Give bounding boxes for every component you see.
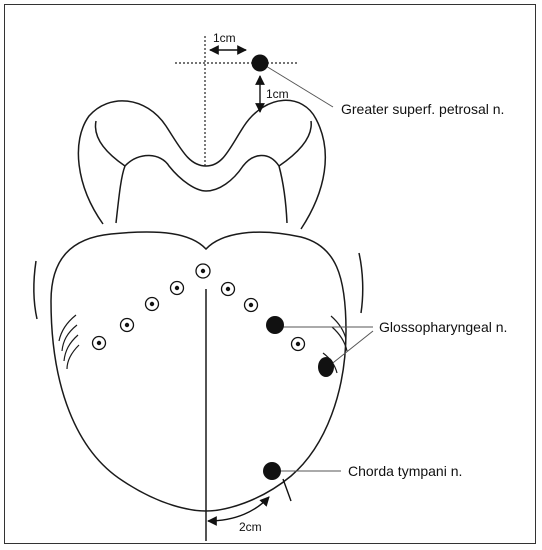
glossopharyngeal-label: Glossopharyngeal n. [379, 319, 507, 335]
left-cheek-arc [34, 261, 37, 319]
left-foliate-folds [59, 315, 79, 369]
glossopharyngeal-electrode-lateral [318, 357, 334, 377]
vertical-dimension-label: 1cm [266, 87, 289, 101]
glossopharyngeal-electrode-medial [266, 316, 284, 334]
tongue-root-outline [78, 100, 325, 229]
arc-dimension-label: 2cm [239, 520, 262, 534]
horizontal-dimension-label: 1cm [213, 31, 236, 45]
tongue-diagram: 1cm 1cm 2cm Greater superf. petrosal n. … [5, 5, 537, 545]
arc-end-tick [283, 479, 291, 501]
petrosal-label: Greater superf. petrosal n. [341, 101, 504, 117]
chorda-tympani-label: Chorda tympani n. [348, 463, 462, 479]
figure-frame: 1cm 1cm 2cm Greater superf. petrosal n. … [4, 4, 536, 544]
chorda-tympani-electrode [263, 462, 281, 480]
petrosal-electrode [252, 55, 269, 72]
circumvallate-papillae [93, 264, 305, 351]
glossopharyngeal-leader-line-lower [329, 331, 373, 366]
arc-dimension-arrow [208, 497, 269, 521]
right-cheek-arc [359, 253, 363, 313]
